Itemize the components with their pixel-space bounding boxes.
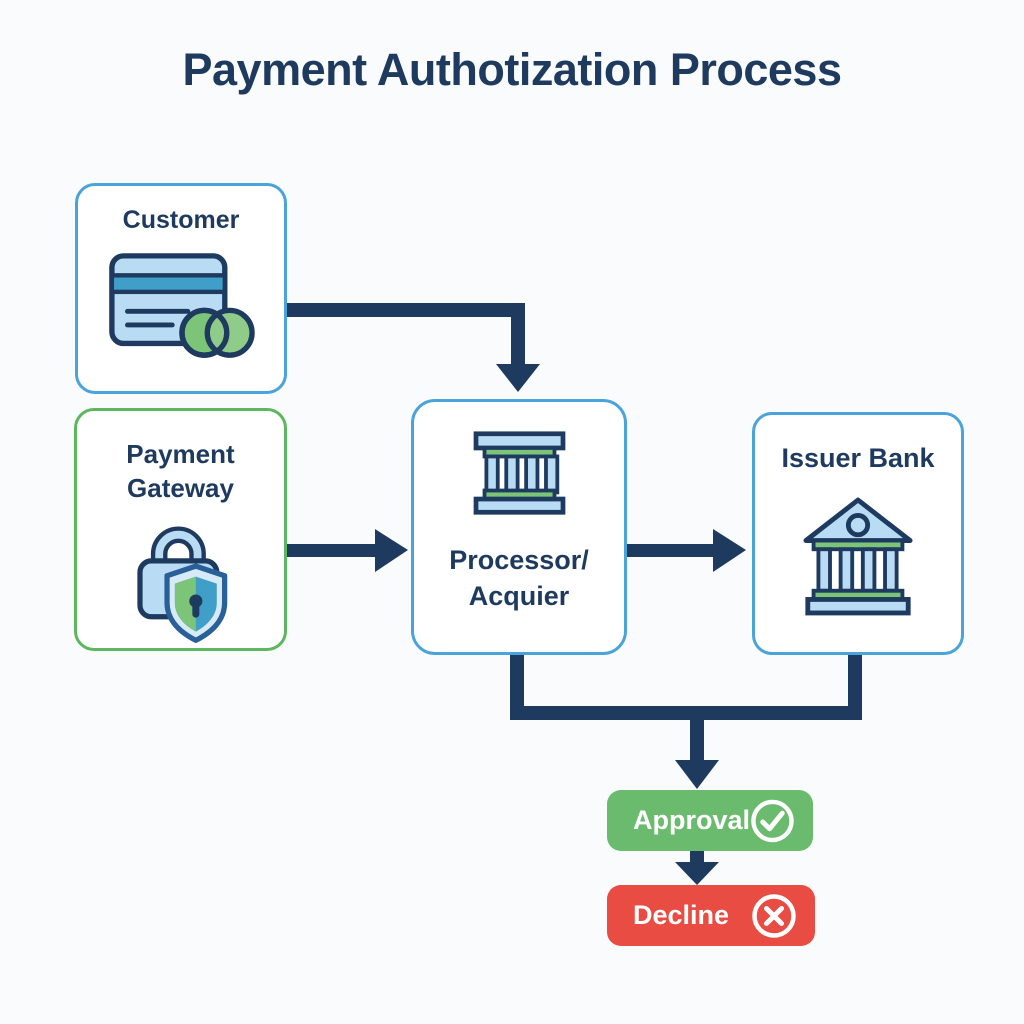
approval-button: Approval [607, 790, 813, 851]
arrow-customer-to-processor [287, 303, 540, 392]
approval-label: Approval [633, 805, 751, 835]
bank-columns-icon [473, 431, 565, 515]
issuer-bank-node: Issuer Bank [752, 412, 964, 655]
arrow-gateway-to-processor [287, 529, 408, 572]
payment-gateway-node: Payment Gateway [74, 408, 287, 651]
diagram-title: Payment Authotization Process [182, 44, 842, 95]
arrow-approval-to-decline [675, 851, 719, 885]
bank-building-icon [803, 497, 913, 616]
decline-button: Decline [607, 885, 815, 946]
arrow-merge-to-approval [510, 652, 862, 789]
processor-label: Processor/ Acquier [449, 545, 589, 611]
credit-card-icon [109, 253, 255, 358]
issuer-bank-label: Issuer Bank [781, 443, 935, 473]
arrow-processor-to-issuer [625, 529, 746, 572]
processor-node: Processor/ Acquier [411, 399, 627, 655]
decline-label: Decline [633, 900, 730, 930]
customer-label: Customer [122, 206, 240, 234]
x-circle-icon [752, 893, 796, 938]
lock-shield-icon [136, 526, 227, 643]
customer-node: Customer [75, 183, 287, 394]
check-circle-icon [751, 799, 794, 842]
payment-gateway-label: Payment Gateway [126, 439, 235, 504]
